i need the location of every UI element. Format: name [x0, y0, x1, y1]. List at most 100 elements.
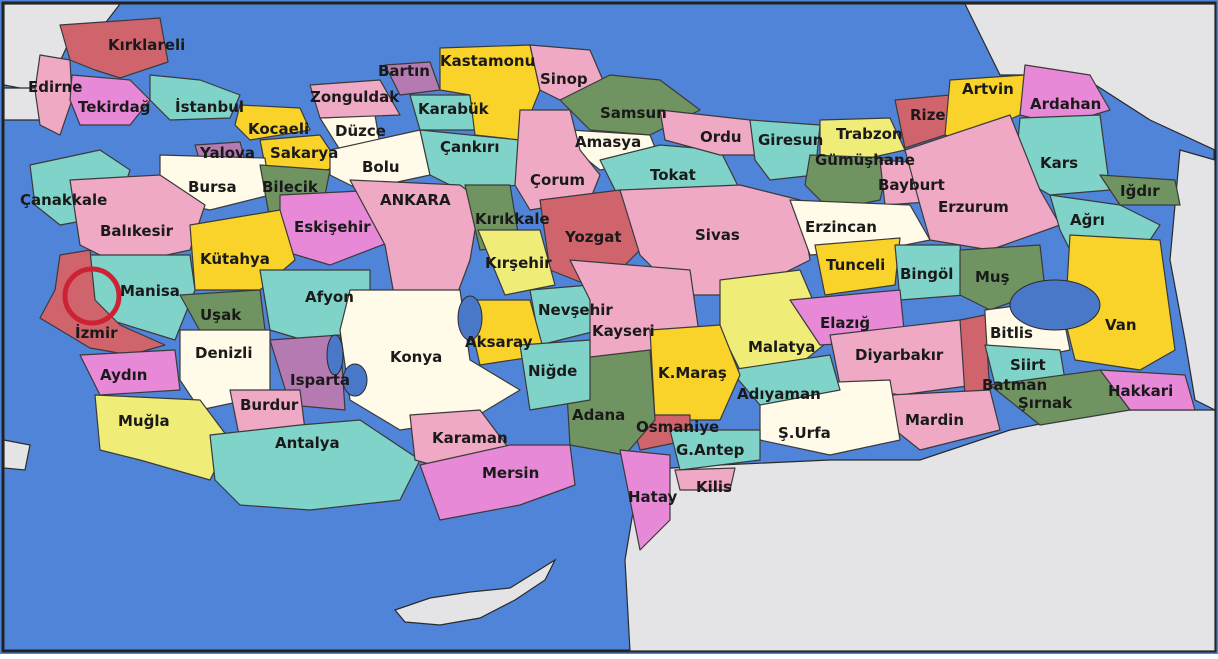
label-hakkari: Hakkari: [1108, 382, 1173, 400]
label-antalya: Antalya: [275, 434, 340, 452]
province-balikesir: [69, 174, 206, 266]
province-kirsehir: [477, 229, 556, 296]
province-istanbul: [149, 74, 241, 121]
label-duzce: Düzce: [335, 122, 386, 140]
label-kars: Kars: [1040, 154, 1078, 172]
label-manisa: Manisa: [120, 282, 180, 300]
label-kocaeli: Kocaeli: [248, 120, 309, 138]
province-kocaeli: [234, 104, 311, 141]
label-karaman: Karaman: [432, 429, 508, 447]
label-isparta: Isparta: [290, 371, 350, 389]
province-corum: [514, 109, 601, 211]
label-mardin: Mardin: [905, 411, 964, 429]
label-bingol: Bingöl: [900, 265, 953, 283]
province-antalya: [209, 419, 421, 511]
label-kirsehir: Kırşehir: [485, 254, 552, 272]
label-yalova: Yalova: [199, 144, 255, 162]
province-hatay: [619, 449, 671, 551]
label-cankiri: Çankırı: [440, 138, 499, 156]
province-zonguldak: [309, 79, 401, 119]
label-adana: Adana: [572, 406, 625, 424]
label-adiyaman: Adıyaman: [737, 385, 821, 403]
label-corum: Çorum: [530, 171, 585, 189]
province-trabzon: [819, 117, 906, 161]
province-edirne: [34, 54, 73, 136]
label-rize: Rize: [910, 106, 946, 124]
province-giresun: [749, 119, 821, 181]
label-burdur: Burdur: [240, 396, 299, 414]
province-diyarbakir: [829, 319, 976, 396]
label-kmaras: K.Maraş: [658, 364, 727, 382]
label-ankara: ANKARA: [380, 191, 451, 209]
label-kutahya: Kütahya: [200, 250, 270, 268]
lake-beysehir: [342, 363, 368, 397]
label-elazig: Elazığ: [820, 314, 870, 332]
label-ardahan: Ardahan: [1030, 95, 1101, 113]
label-zonguldak: Zonguldak: [310, 88, 400, 106]
label-bayburt: Bayburt: [878, 176, 945, 194]
label-edirne: Edirne: [28, 78, 82, 96]
province-tunceli: [814, 237, 901, 296]
label-sivas: Sivas: [695, 226, 740, 244]
label-tokat: Tokat: [650, 166, 696, 184]
label-malatya: Malatya: [748, 338, 815, 356]
label-usak: Uşak: [200, 306, 242, 324]
label-afyon: Afyon: [305, 288, 354, 306]
label-kayseri: Kayseri: [592, 322, 655, 340]
label-bursa: Bursa: [188, 178, 237, 196]
label-erzincan: Erzincan: [805, 218, 877, 236]
province-ankara: [349, 179, 481, 301]
label-siirt: Siirt: [1010, 356, 1046, 374]
island-crete-hint: [3, 439, 31, 471]
label-sinop: Sinop: [540, 70, 588, 88]
province-erzurum: [904, 114, 1061, 251]
label-nigde: Niğde: [528, 362, 577, 380]
label-mersin: Mersin: [482, 464, 539, 482]
label-trabzon: Trabzon: [836, 125, 903, 143]
label-tunceli: Tunceli: [826, 256, 885, 274]
province-kilis: [674, 467, 736, 491]
lake-tuz: [457, 295, 483, 341]
label-kilis: Kilis: [696, 478, 732, 496]
label-kirklareli: Kırklareli: [108, 36, 185, 54]
label-balikesir: Balıkesir: [100, 222, 174, 240]
label-batman: Batman: [982, 376, 1047, 394]
label-surfa: Ş.Urfa: [778, 424, 831, 442]
label-izmir: İzmir: [75, 323, 118, 342]
label-amasya: Amasya: [575, 133, 641, 151]
label-bolu: Bolu: [362, 158, 400, 176]
province-aydin: [79, 349, 181, 396]
label-bitlis: Bitlis: [990, 324, 1033, 342]
label-kastamonu: Kastamonu: [440, 52, 535, 70]
land-east: [1169, 149, 1216, 411]
label-konya: Konya: [390, 348, 442, 366]
label-hatay: Hatay: [628, 488, 678, 506]
label-samsun: Samsun: [600, 104, 667, 122]
label-tekirdag: Tekirdağ: [78, 98, 151, 116]
label-nevsehir: Nevşehir: [538, 301, 613, 319]
label-erzurum: Erzurum: [938, 198, 1009, 216]
label-giresun: Giresun: [758, 131, 823, 149]
label-artvin: Artvin: [962, 80, 1014, 98]
label-gantep: G.Antep: [676, 441, 745, 459]
label-denizli: Denizli: [195, 344, 252, 362]
label-yozgat: Yozgat: [564, 228, 622, 246]
province-gantep: [669, 429, 761, 471]
label-diyarbakir: Diyarbakır: [855, 346, 944, 364]
label-mugla: Muğla: [118, 412, 170, 430]
label-bartin: Bartın: [378, 62, 430, 80]
province-sirnak: [989, 369, 1131, 426]
label-agri: Ağrı: [1070, 211, 1105, 229]
label-aksaray: Aksaray: [465, 333, 533, 351]
label-canakkale: Çanakkale: [20, 191, 107, 209]
label-bilecik: Bilecik: [262, 178, 319, 196]
highlight-circle-marker: [62, 266, 122, 326]
province-adiyaman: [729, 354, 841, 406]
label-karabuk: Karabük: [418, 100, 490, 118]
province-nigde: [519, 339, 591, 411]
province-ordu: [659, 109, 761, 156]
label-ordu: Ordu: [700, 128, 742, 146]
island-cyprus: [393, 558, 557, 626]
label-istanbul: İstanbul: [175, 97, 244, 116]
